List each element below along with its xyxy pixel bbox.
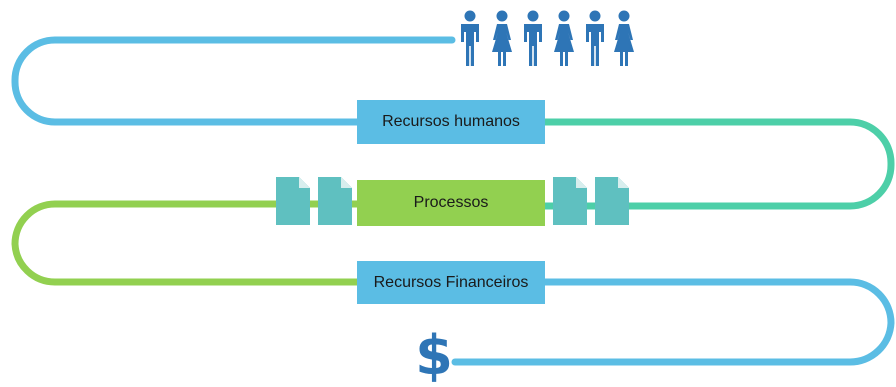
- step-processos: Processos: [357, 180, 545, 226]
- step-label: Processos: [413, 194, 489, 211]
- man-icon: [586, 10, 604, 66]
- step-label: Recursos humanos: [382, 113, 520, 130]
- woman-icon: [554, 10, 574, 66]
- man-icon: [524, 10, 542, 66]
- woman-icon: [492, 10, 512, 66]
- documents-group: [276, 177, 629, 225]
- connector-people-to-rh: [11, 36, 456, 126]
- document-icon: [553, 177, 587, 225]
- step-recursos-humanos: Recursos humanos: [357, 100, 545, 144]
- step-label: Recursos Financeiros: [373, 273, 529, 291]
- dollar-icon: $: [415, 324, 453, 387]
- connector-rf-to-dollar: [451, 278, 895, 366]
- people-group: [461, 10, 634, 66]
- connector-rh-to-processos: [541, 118, 895, 210]
- woman-icon: [614, 10, 634, 66]
- document-icon: [318, 177, 352, 225]
- document-icon: [276, 177, 310, 225]
- document-icon: [595, 177, 629, 225]
- connector-processos-to-rf: [11, 200, 361, 286]
- man-icon: [461, 10, 479, 66]
- step-recursos-financeiros: Recursos Financeiros: [357, 261, 545, 304]
